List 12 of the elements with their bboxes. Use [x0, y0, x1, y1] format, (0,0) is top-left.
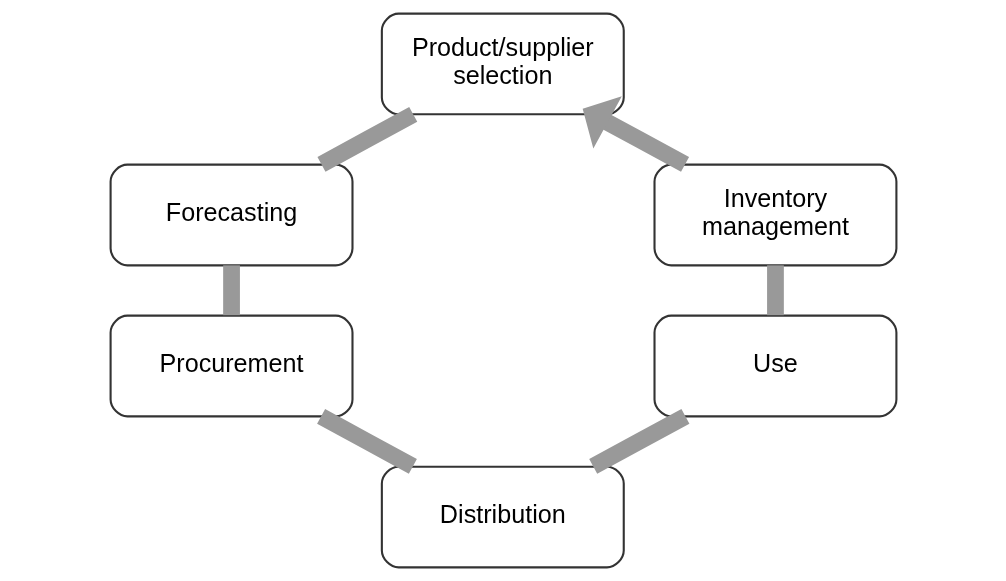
connector — [588, 408, 689, 474]
connector — [222, 265, 240, 316]
node-box: Procurement — [109, 314, 354, 418]
connector — [316, 408, 417, 474]
arrow — [582, 96, 689, 172]
node-box: Distribution — [380, 465, 625, 569]
node-box: Forecasting — [109, 163, 354, 267]
node-box: Use — [652, 314, 897, 418]
connector — [766, 265, 784, 316]
node-box: Inventory management — [652, 163, 897, 267]
node-box: Product/supplier selection — [380, 12, 625, 116]
connector — [316, 106, 417, 172]
